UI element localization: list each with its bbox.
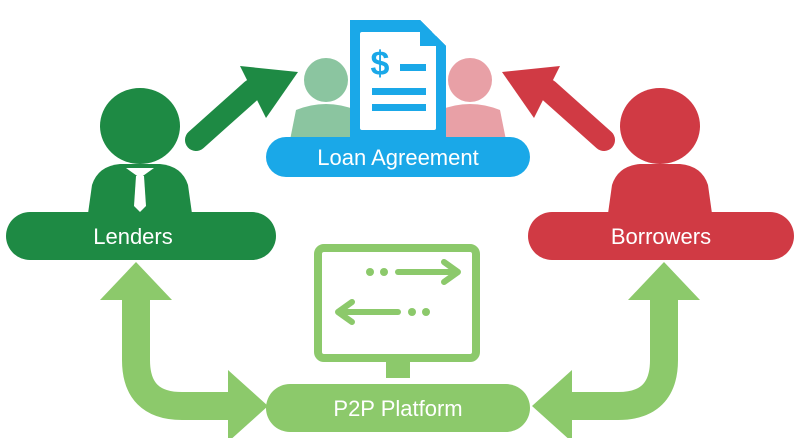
borrowers-group: Borrowers bbox=[528, 88, 794, 260]
platform-pill bbox=[266, 384, 530, 432]
platform-group: P2P Platform bbox=[266, 244, 530, 432]
lender-to-agreement-arrow bbox=[185, 66, 298, 151]
faded-lender-icon bbox=[290, 58, 362, 140]
loan-agreement-label: Loan Agreement bbox=[317, 145, 478, 170]
borrower-to-agreement-arrow bbox=[502, 66, 615, 151]
faded-borrower-icon bbox=[434, 58, 506, 140]
computer-monitor-icon bbox=[314, 244, 480, 378]
loan-agreement-group: Loan Agreement $ bbox=[266, 20, 530, 177]
lenders-pill bbox=[6, 212, 276, 260]
borrowers-label: Borrowers bbox=[611, 224, 711, 249]
lenders-group: Lenders bbox=[6, 88, 276, 260]
borrowers-pill bbox=[528, 212, 794, 260]
lenders-label: Lenders bbox=[93, 224, 173, 249]
borrowers-platform-arrow bbox=[532, 262, 700, 438]
lenders-platform-arrow bbox=[100, 262, 268, 438]
invoice-document-icon: $ bbox=[350, 20, 446, 138]
dollar-sign: $ bbox=[371, 45, 390, 83]
person-with-tie-icon bbox=[86, 88, 194, 228]
loan-agreement-pill bbox=[266, 137, 530, 177]
platform-label: P2P Platform bbox=[333, 396, 462, 421]
person-icon bbox=[606, 88, 714, 228]
